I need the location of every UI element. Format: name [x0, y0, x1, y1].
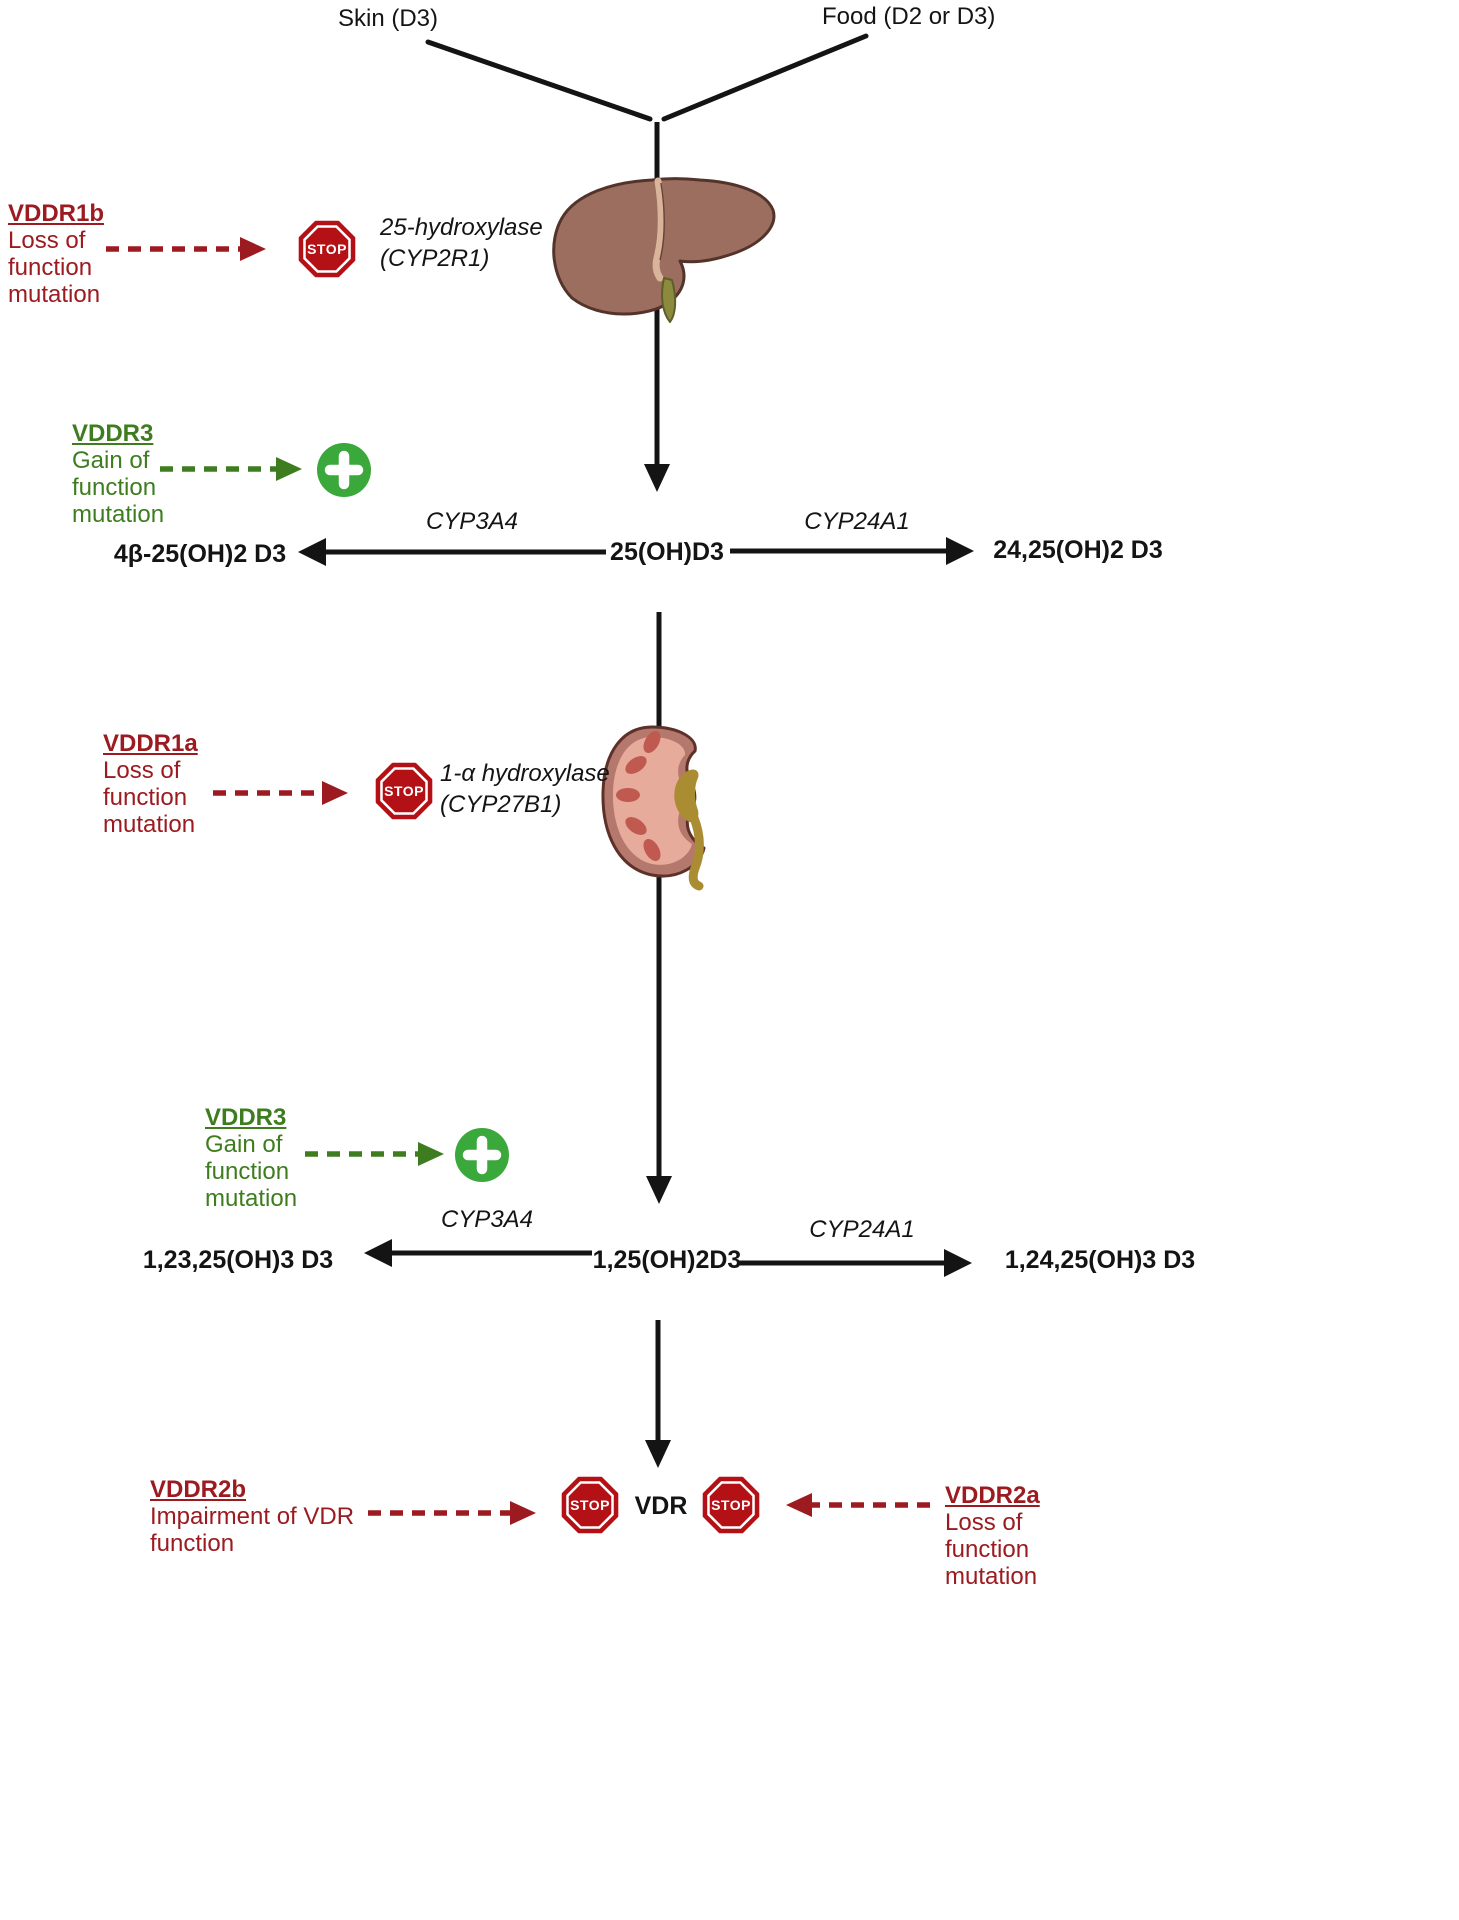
vddr1a-line3: mutation — [103, 811, 196, 838]
vddr1b-annotation: VDDR1b Loss of function mutation — [8, 200, 104, 308]
vdr-label: VDR — [634, 1492, 688, 1520]
stop-icon-vdr-right: STOP — [702, 1476, 760, 1534]
vddr3-lower-annotation: VDDR3 Gain of function mutation — [205, 1104, 297, 1212]
metabolite-12425oh3d3: 1,24,25(OH)3 D3 — [1004, 1246, 1196, 1274]
kidney-enzyme-line1: 1-α hydroxylase — [440, 760, 610, 787]
vddr1b-line2: function — [8, 254, 93, 281]
vddr2a-line2: function — [945, 1536, 1030, 1563]
vddr2a-line1: Loss of — [945, 1509, 1023, 1536]
arrow-25ohd3-to-4b25oh2d3 — [298, 538, 606, 566]
stop-icon-liver: STOP — [298, 220, 356, 278]
row1-right-enzyme-label: CYP24A1 — [804, 508, 910, 535]
vddr2b-title: VDDR2b — [150, 1476, 247, 1503]
plus-icon-lower — [455, 1128, 509, 1182]
vddr2a-line3: mutation — [945, 1563, 1038, 1590]
liver-enzyme-label: 25-hydroxylase (CYP2R1) — [380, 212, 543, 274]
vddr3-lower-line3: mutation — [205, 1185, 298, 1212]
vddr1b-dashed-arrow — [106, 237, 266, 261]
vddr1a-dashed-arrow — [213, 781, 348, 805]
metabolite-25ohd3: 25(OH)D3 — [610, 538, 724, 566]
kidney-enzyme-label: 1-α hydroxylase (CYP27B1) — [440, 758, 610, 820]
stop-text: STOP — [307, 241, 347, 257]
arrow-25ohd3-to-2425oh2d3 — [730, 537, 974, 565]
vddr1a-annotation: VDDR1a Loss of function mutation — [103, 730, 198, 838]
vddr2b-dashed-arrow — [368, 1501, 536, 1525]
arrow-to-vdr — [645, 1320, 671, 1468]
vddr2a-title: VDDR2a — [945, 1482, 1040, 1509]
vddr1a-line2: function — [103, 784, 188, 811]
arrow-125oh2d3-to-12425oh3d3 — [740, 1249, 972, 1277]
stop-icon-vdr-left: STOP — [561, 1476, 619, 1534]
source-converge-lines — [425, 33, 869, 122]
metabolite-2425oh2d3: 24,25(OH)2 D3 — [993, 536, 1163, 564]
vddr3-upper-annotation: VDDR3 Gain of function mutation — [72, 420, 164, 528]
vddr3-upper-line3: mutation — [72, 501, 165, 528]
stop-text: STOP — [711, 1497, 751, 1513]
vddr2a-dashed-arrow — [786, 1493, 930, 1517]
vddr3-lower-line2: function — [205, 1158, 290, 1185]
vddr3-lower-line1: Gain of — [205, 1131, 283, 1158]
kidney-enzyme-line2: (CYP27B1) — [440, 791, 562, 818]
vddr1a-line1: Loss of — [103, 757, 181, 784]
metabolite-4b25oh2d3: 4β-25(OH)2 D3 — [113, 540, 287, 568]
stop-text: STOP — [570, 1497, 610, 1513]
vddr1b-line1: Loss of — [8, 227, 86, 254]
liver-illustration — [552, 177, 776, 323]
kidney-illustration — [601, 725, 706, 891]
vddr2a-annotation: VDDR2a Loss of function mutation — [945, 1482, 1040, 1590]
skin-source-label: Skin (D3) — [338, 5, 439, 32]
vddr1b-title: VDDR1b — [8, 200, 105, 227]
stop-text: STOP — [384, 783, 424, 799]
vddr3-upper-title: VDDR3 — [72, 420, 154, 447]
row1-left-enzyme-label: CYP3A4 — [425, 508, 519, 535]
stop-icon-kidney: STOP — [375, 762, 433, 820]
vddr3-lower-title: VDDR3 — [205, 1104, 287, 1131]
metabolite-125oh2d3: 1,25(OH)2D3 — [592, 1246, 742, 1274]
arrow-125oh2d3-to-12325oh3d3 — [364, 1239, 592, 1267]
vddr3-upper-line2: function — [72, 474, 157, 501]
vddr3-upper-line1: Gain of — [72, 447, 150, 474]
vddr3-upper-dashed-arrow — [160, 457, 302, 481]
vddr3-lower-dashed-arrow — [305, 1142, 444, 1166]
food-source-label: Food (D2 or D3) — [822, 3, 996, 30]
row2-left-enzyme-label: CYP3A4 — [440, 1206, 534, 1233]
vddr2b-line1: Impairment of VDR — [150, 1503, 355, 1530]
metabolite-12325oh3d3: 1,23,25(OH)3 D3 — [142, 1246, 334, 1274]
arrow-to-125oh2d3 — [646, 612, 672, 1204]
vddr1b-line3: mutation — [8, 281, 101, 308]
plus-icon-upper — [317, 443, 371, 497]
liver-enzyme-line2: (CYP2R1) — [380, 245, 490, 272]
vddr1a-title: VDDR1a — [103, 730, 198, 757]
vddr2b-line2: function — [150, 1530, 235, 1557]
row2-right-enzyme-label: CYP24A1 — [809, 1216, 915, 1243]
liver-enzyme-line1: 25-hydroxylase — [380, 214, 543, 241]
vddr2b-annotation: VDDR2b Impairment of VDR function — [150, 1476, 354, 1557]
